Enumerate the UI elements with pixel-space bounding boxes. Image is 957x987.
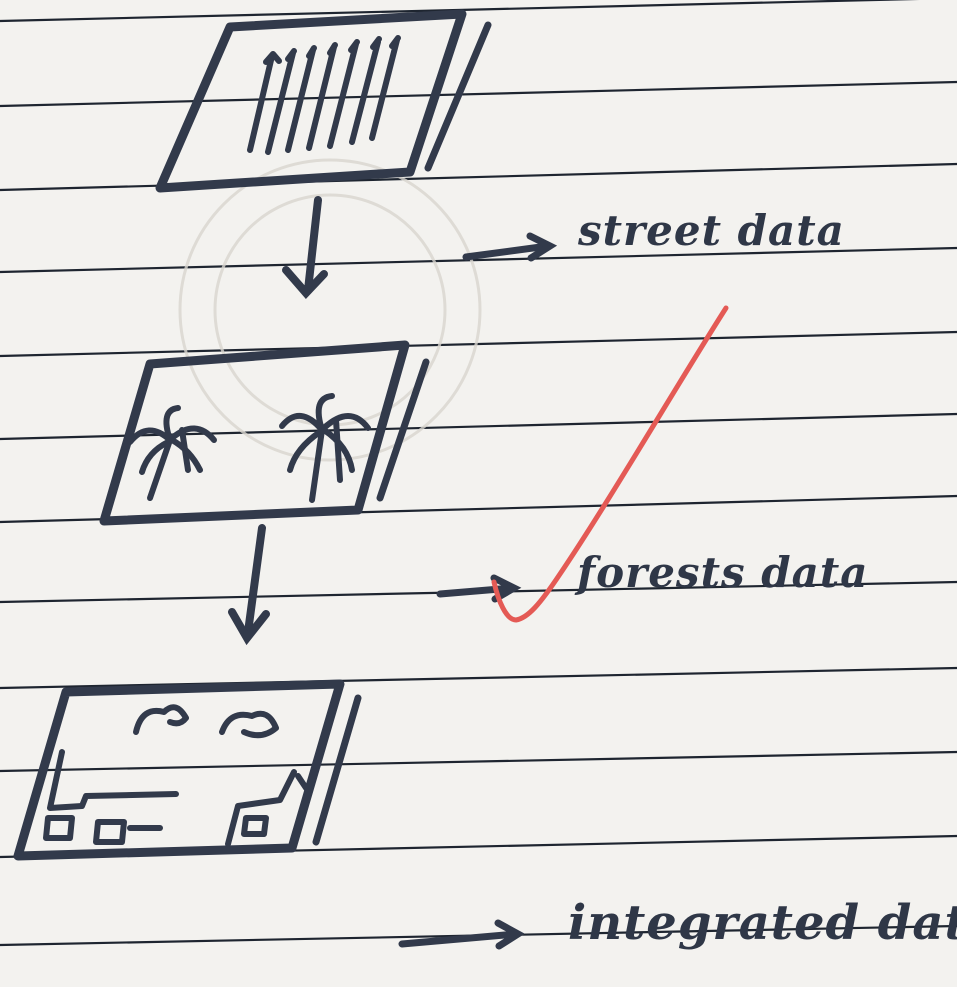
street-layer-edge: [424, 21, 492, 172]
palm-tree-icon: [279, 393, 371, 503]
integrated-layer: [13, 679, 362, 861]
arrow-right-icon: [436, 574, 522, 603]
forests-layer-frame: [99, 340, 410, 526]
street-lines-icon: [247, 35, 401, 155]
integrated-data-label: integrated data: [568, 895, 957, 951]
arrow-right-icon: [462, 232, 558, 262]
street-layer-frame: [155, 9, 467, 193]
integrated-layer-frame: [13, 679, 345, 861]
street-layer: [155, 9, 492, 193]
check-mark-icon: [491, 305, 729, 623]
buildings-clouds-icon: [43, 704, 309, 847]
forests-data-label: forests data: [577, 548, 869, 597]
watermark-seal: [178, 158, 482, 462]
arrow-down-icon: [228, 524, 270, 646]
street-data-label: street data: [578, 206, 845, 255]
arrow-down-icon: [282, 196, 328, 299]
palm-tree-icon: [127, 405, 217, 501]
arrow-right-icon: [398, 919, 525, 950]
integrated-layer-edge: [312, 694, 362, 846]
forests-layer: [99, 340, 430, 526]
forests-layer-edge: [376, 358, 430, 502]
